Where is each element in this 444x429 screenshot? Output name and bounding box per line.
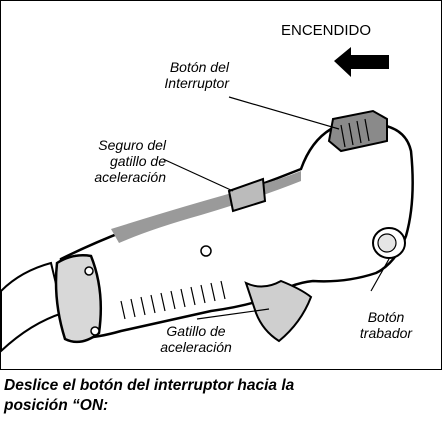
label-throttle-lock: Seguro del gatillo de aceleración	[56, 137, 166, 185]
label-throttle-lock-line3: aceleración	[94, 169, 166, 185]
label-lock-button: Botón trabador	[341, 309, 431, 341]
caption-line1: Deslice el botón del interruptor hacia l…	[4, 377, 295, 394]
screw-top	[84, 266, 94, 276]
label-throttle-lock-line1: Seguro del	[98, 137, 166, 153]
label-lock-button-line2: trabador	[359, 325, 413, 341]
direction-arrow-icon	[334, 47, 389, 77]
screw-bottom	[90, 326, 100, 336]
label-lock-button-line1: Botón	[367, 309, 405, 325]
label-throttle-trigger: Gatillo de aceleración	[141, 323, 251, 355]
instruction-caption: Deslice el botón del interruptor hacia l…	[4, 376, 440, 416]
side-screw	[200, 245, 212, 257]
label-switch-button-line1: Botón del	[169, 59, 229, 75]
throttle-trigger	[244, 279, 313, 343]
caption-line2: posición “ON:	[4, 397, 109, 414]
grip-ribs	[120, 280, 226, 320]
direction-label: ENCENDIDO	[281, 22, 372, 39]
shaft-tube	[1, 261, 65, 353]
label-throttle-trigger-line2: aceleración	[160, 339, 232, 355]
label-switch-button-line2: Interruptor	[164, 75, 229, 91]
label-switch-button: Botón del Interruptor	[119, 59, 229, 91]
lock-button-inner	[377, 233, 397, 253]
throttle-lock-lever	[227, 177, 267, 213]
illustration-frame: ENCENDIDO Botón del Interruptor Seguro d…	[0, 0, 442, 370]
trimmer-handle-illustration	[1, 47, 414, 353]
leader-lines	[162, 96, 390, 320]
switch-button-ridges	[340, 118, 370, 148]
label-throttle-lock-line2: gatillo de	[109, 153, 166, 169]
label-throttle-trigger-line1: Gatillo de	[166, 323, 226, 339]
